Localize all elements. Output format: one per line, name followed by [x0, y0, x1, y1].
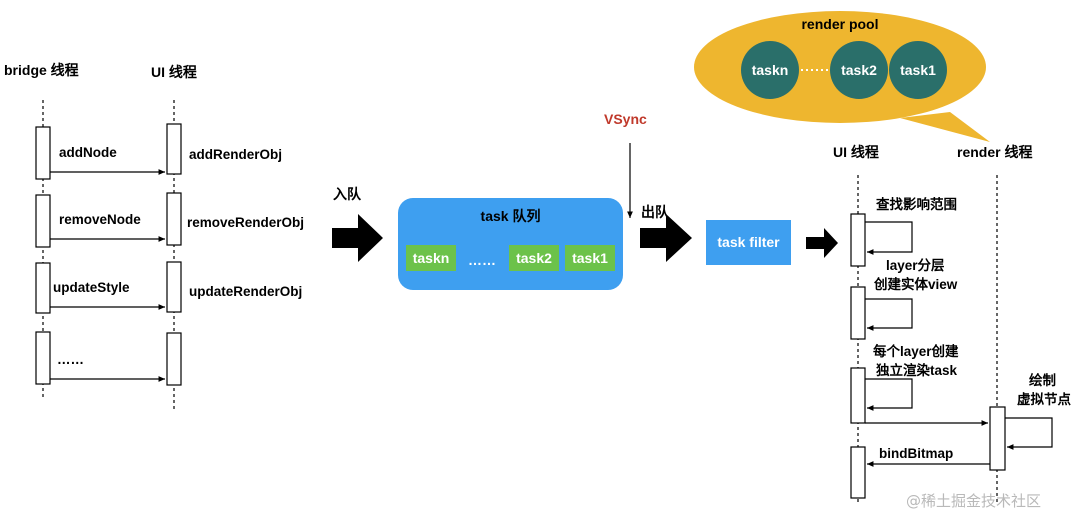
step-find-range: 查找影响范围 [876, 197, 957, 212]
queue-task-task1: task1 [565, 245, 615, 271]
ui-thread-label-left: UI 线程 [151, 64, 197, 80]
pool-circle-taskn [741, 41, 799, 99]
msg-ellipsis: …… [57, 352, 84, 367]
task-queue-title: task 队列 [480, 208, 541, 224]
step-draw-2: 虚拟节点 [1017, 392, 1071, 407]
pool-label-task1: task1 [900, 62, 936, 78]
bridge-thread-label: bridge 线程 [4, 62, 79, 78]
enqueue-arrow [332, 214, 383, 262]
right-activation-boxes [850, 213, 1006, 499]
left-message-arrows [50, 169, 165, 382]
step-draw-1: 绘制 [1029, 373, 1056, 388]
vsync-label: VSync [604, 111, 647, 127]
pool-circle-task2 [830, 41, 888, 99]
msg-addrenderobj: addRenderObj [189, 147, 283, 162]
step-layer-split: layer分层 [886, 258, 945, 273]
queue-task-taskn: taskn [406, 245, 456, 271]
msg-removerenderobj: removeRenderObj [187, 215, 305, 230]
step-each-layer-2: 独立渲染task [876, 363, 958, 378]
pool-circle-task1 [889, 41, 947, 99]
task-queue: task 队列 taskn …… task2 task1 [398, 198, 623, 290]
render-thread-label: render 线程 [957, 144, 1033, 160]
render-pool-title: render pool [801, 16, 879, 32]
filter-arrow [806, 228, 838, 258]
right-self-loops [865, 221, 1053, 450]
queue-task-task2: task2 [509, 245, 559, 271]
step-create-view: 创建实体view [874, 277, 958, 292]
render-pool-circles [741, 41, 947, 99]
ui-thread-label-right: UI 线程 [833, 144, 879, 160]
msg-removenode: removeNode [59, 212, 141, 227]
pool-label-task2: task2 [841, 62, 877, 78]
msg-addnode: addNode [59, 145, 117, 160]
step-each-layer-1: 每个layer创建 [873, 344, 959, 359]
dequeue-arrow [640, 214, 692, 262]
left-activation-boxes [35, 123, 182, 386]
enqueue-label: 入队 [333, 186, 361, 202]
task-filter-box: task filter [706, 220, 791, 265]
msg-updatestyle: updateStyle [53, 280, 130, 295]
pool-label-taskn: taskn [751, 62, 789, 78]
watermark: @稀土掘金技术社区 [906, 492, 1042, 510]
msg-updaterenderobj: updateRenderObj [189, 284, 303, 299]
step-bindbitmap: bindBitmap [879, 446, 954, 461]
queue-ellipsis: …… [468, 252, 496, 268]
dequeue-label: 出队 [641, 204, 669, 220]
